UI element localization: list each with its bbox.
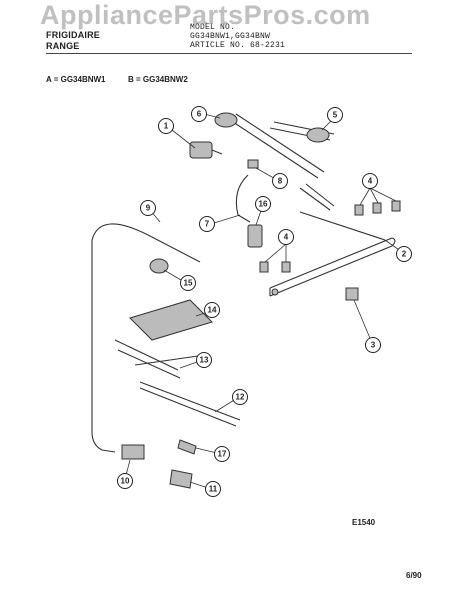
svg-text:4: 4 [284, 233, 289, 242]
model-numbers: GG34BNW1,GG34BNW [190, 32, 271, 41]
ignitor-block [121, 444, 145, 460]
callout-11: 11 [205, 481, 221, 497]
callout-4-lower: 4 [278, 229, 294, 245]
svg-text:10: 10 [121, 477, 130, 486]
svg-text:6: 6 [197, 110, 202, 119]
svg-text:4: 4 [368, 177, 373, 186]
orifice-set-lower [259, 261, 291, 273]
callout-10: 10 [117, 473, 133, 489]
svg-text:11: 11 [209, 485, 218, 494]
svg-text:2: 2 [402, 250, 407, 259]
svg-text:14: 14 [208, 306, 217, 315]
model-a-label: A = GG34BNW1 [46, 75, 106, 84]
svg-text:17: 17 [218, 450, 227, 459]
safety-valve [247, 224, 263, 248]
callout-13: 13 [196, 352, 212, 368]
pilot-tubing [91, 223, 151, 453]
leader-lines [124, 113, 403, 490]
callout-5: 5 [327, 107, 343, 123]
product-label: RANGE [46, 41, 80, 51]
valve-body [189, 141, 223, 159]
svg-text:13: 13 [200, 356, 209, 365]
grommet [149, 258, 169, 274]
callout-12: 12 [232, 389, 248, 405]
heat-shield [129, 299, 213, 341]
callout-15: 15 [180, 275, 196, 291]
callout-7: 7 [199, 216, 215, 232]
svg-text:16: 16 [259, 200, 268, 209]
callout-4-upper: 4 [362, 173, 378, 189]
valve-bracket [345, 287, 359, 301]
small-bracket [177, 439, 197, 455]
pilot-tubing-end [149, 235, 201, 263]
revision-date: 6/90 [406, 571, 422, 580]
callout-17: 17 [214, 446, 230, 462]
svg-text:5: 5 [333, 111, 338, 120]
article-number: ARTICLE NO. 68-2231 [190, 41, 286, 50]
callout-2: 2 [396, 246, 412, 262]
svg-text:7: 7 [205, 220, 210, 229]
callout-16: 16 [255, 196, 271, 212]
watermark: AppliancePartsPros.com [40, 0, 371, 30]
callout-3: 3 [365, 337, 381, 353]
svg-text:9: 9 [146, 204, 151, 213]
figure-code: E1540 [352, 518, 376, 527]
callout-9: 9 [140, 200, 156, 216]
model-label: MODEL NO. [190, 23, 236, 32]
callout-6: 6 [191, 106, 207, 122]
burner-bracket-bar [139, 381, 241, 427]
svg-text:15: 15 [184, 279, 193, 288]
callout-1: 1 [158, 118, 174, 134]
orifice-set-upper [354, 200, 401, 216]
svg-text:1: 1 [164, 122, 169, 131]
svg-text:3: 3 [371, 341, 376, 350]
callout-14: 14 [204, 302, 220, 318]
model-b-label: B = GG34BNW2 [128, 75, 188, 84]
thermocouple-tube [235, 174, 251, 223]
bracket-clip [247, 159, 259, 169]
burner-tube-assembly [214, 112, 335, 211]
burner-support [134, 354, 206, 366]
svg-text:12: 12 [236, 393, 245, 402]
header-rule [46, 53, 412, 54]
brand-label: FRIGIDAIRE [46, 30, 101, 40]
manifold-pipe [269, 211, 396, 297]
mounting-bracket [169, 469, 193, 489]
svg-text:8: 8 [278, 177, 283, 186]
callout-8: 8 [272, 173, 288, 189]
oven-burner [114, 339, 181, 379]
